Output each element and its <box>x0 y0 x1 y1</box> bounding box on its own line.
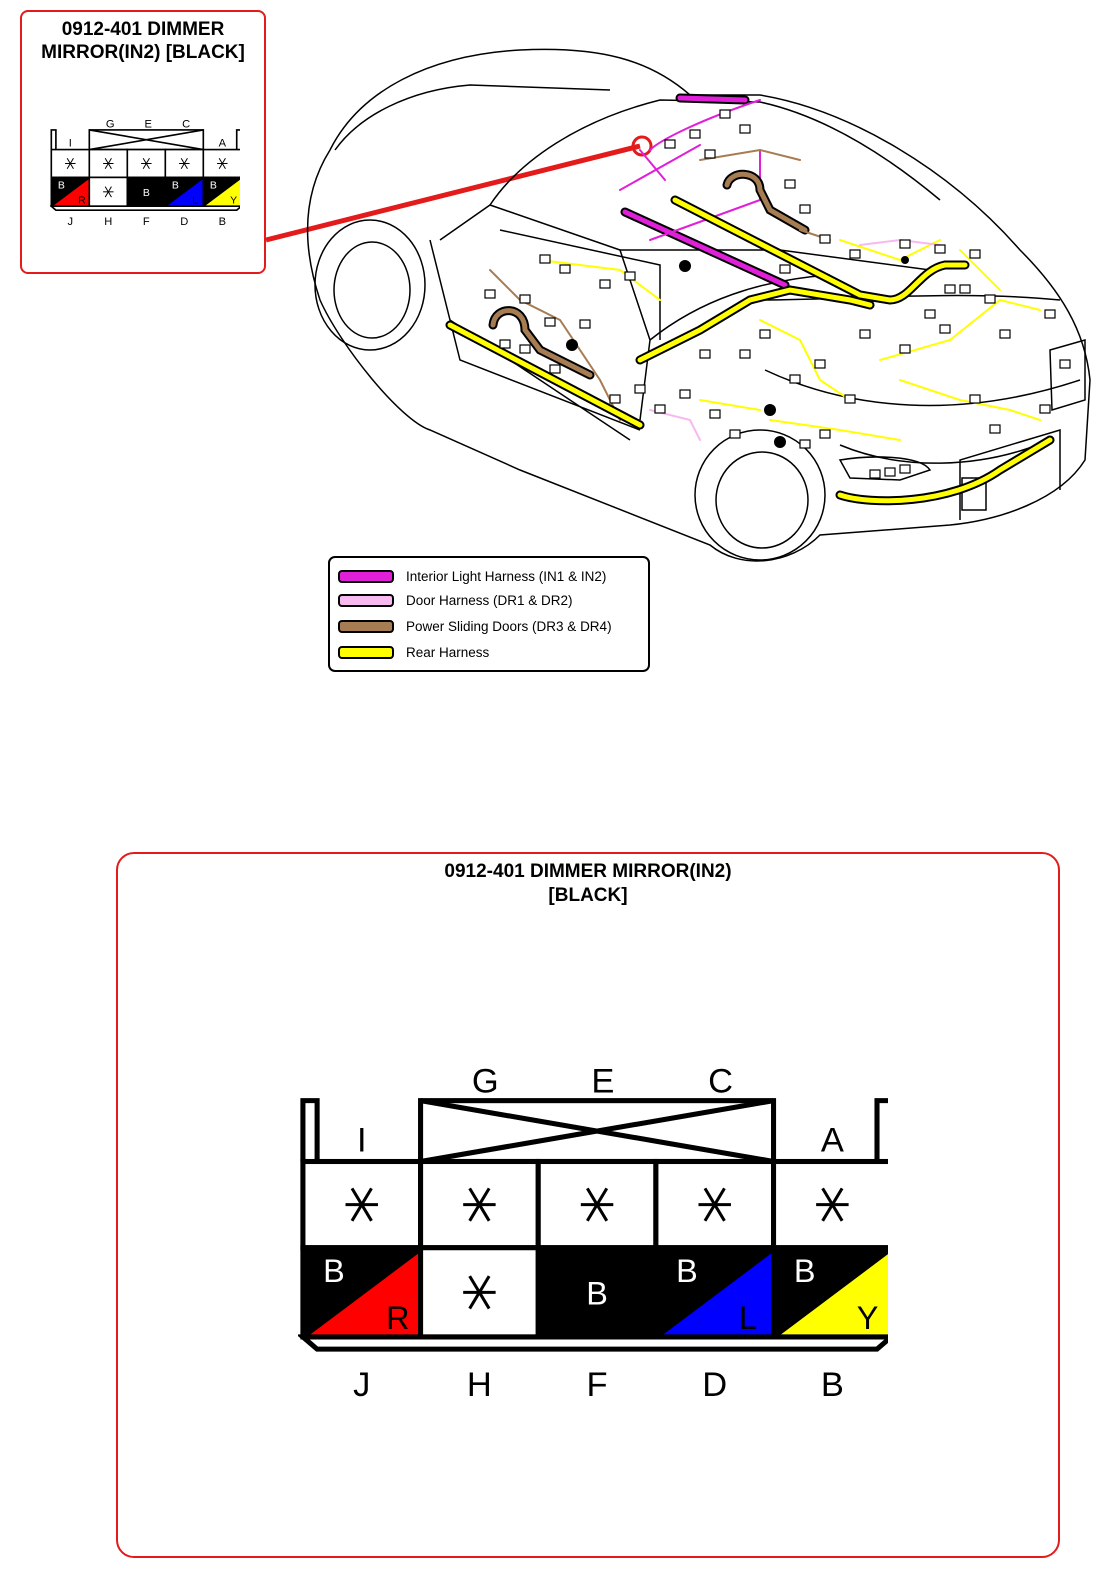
callout-connector-label-A: A <box>219 137 227 149</box>
connector-cavity-top-3-asterisk <box>580 1187 614 1222</box>
connector-detail-title: 0912-401 DIMMER MIRROR(IN2) [BLACK] <box>118 860 1058 908</box>
callout-connector-label-B-bottom: B <box>219 216 226 228</box>
connector-pin-B-secondary-color: Y <box>857 1300 879 1336</box>
callout-connector-label-F-bottom: F <box>143 216 150 228</box>
harness-grommets <box>566 256 909 448</box>
legend-label-rear: Rear Harness <box>406 644 490 660</box>
callout-connector-pin-B-secondary-color: Y <box>230 196 237 207</box>
connector-label-C: C <box>708 1063 733 1101</box>
connector-label-D-bottom: D <box>702 1366 727 1404</box>
callout-connector-label-D-bottom: D <box>180 216 188 228</box>
callout-connector-pin-D-primary-color: B <box>172 181 179 192</box>
callout-connector-label-I: I <box>69 137 72 149</box>
legend-item-door: Door Harness (DR1 & DR2) <box>338 590 573 610</box>
callout-connector-label-G: G <box>106 118 115 130</box>
callout-connector-left-tab <box>50 129 57 150</box>
callout-connector-pin-J-secondary-color: R <box>78 196 86 207</box>
connector-detail-title-line1: 0912-401 DIMMER MIRROR(IN2) <box>444 861 732 882</box>
connector-label-B-bottom: B <box>821 1366 844 1404</box>
connector-pin-F-primary-color: B <box>586 1276 608 1312</box>
connector-pin-J-secondary-color: R <box>386 1300 409 1336</box>
connector-right-tab <box>874 1098 888 1162</box>
connector-cavity-top-5-asterisk <box>816 1187 849 1222</box>
callout-connector-pin-J-primary-color: B <box>58 181 65 192</box>
connector-blocked-cross-b <box>420 1098 774 1164</box>
connector-detail-title-line2: [BLACK] <box>548 885 628 906</box>
callout-connector-right-tab <box>235 129 240 150</box>
callout-connector-pin-B-primary-color: B <box>210 181 217 192</box>
connector-pin-H-asterisk <box>463 1275 496 1310</box>
connector-location-marker <box>631 135 653 157</box>
legend-item-power-sliding-doors: Power Sliding Doors (DR3 & DR4) <box>338 616 612 636</box>
connector-label-E: E <box>591 1063 614 1101</box>
connector-left-tab <box>300 1098 320 1162</box>
harness-legend: Interior Light Harness (IN1 & IN2) Door … <box>328 556 650 672</box>
callout-connector-label-C: C <box>182 118 190 130</box>
connector-label-G: G <box>472 1063 499 1101</box>
legend-swatch-power-sliding-doors <box>338 619 394 633</box>
legend-item-rear: Rear Harness <box>338 642 489 662</box>
legend-item-interior-light: Interior Light Harness (IN1 & IN2) <box>338 566 606 586</box>
connector-pin-J-primary-color: B <box>323 1253 345 1289</box>
connector-base-rail <box>298 1334 888 1352</box>
connector-cavity-top-1-asterisk <box>345 1187 378 1222</box>
connector-label-H-bottom: H <box>467 1366 492 1404</box>
callout-connector-cavity-top-3-asterisk <box>141 157 152 169</box>
connector-label-F-bottom: F <box>587 1366 608 1404</box>
callout-title-line2: MIRROR(IN2) [BLACK] <box>41 42 245 63</box>
harness-routes <box>445 93 1055 506</box>
callout-connector-base-rail <box>50 205 240 211</box>
callout-connector-pin-H-asterisk <box>103 186 114 198</box>
callout-connector-blocked-cross-b <box>89 129 204 151</box>
legend-swatch-interior-light <box>338 569 394 583</box>
connector-pin-F <box>535 1245 659 1340</box>
vehicle-harness-illustration <box>265 48 1091 562</box>
legend-swatch-rear <box>338 645 394 659</box>
connector-pin-D-primary-color: B <box>676 1253 698 1289</box>
connector-cavity-top-4-asterisk <box>698 1187 731 1222</box>
connector-cavity-top-2-asterisk <box>463 1187 496 1222</box>
legend-swatch-door <box>338 593 394 607</box>
connector-label-I: I <box>357 1121 367 1159</box>
callout-connector-cavity-top-2-asterisk <box>103 157 114 169</box>
callout-connector-label-J-bottom: J <box>68 216 74 228</box>
callout-connector-pin-D-secondary-color: L <box>192 196 198 207</box>
connector-pin-B-primary-color: B <box>794 1253 816 1289</box>
callout-connector-pin-F-primary-color: B <box>143 188 150 199</box>
callout-frame <box>20 10 266 274</box>
connector-pin-D-secondary-color: L <box>739 1300 757 1336</box>
connector-label-A: A <box>821 1121 844 1159</box>
callout-connector-cavity-top-1-asterisk <box>65 157 76 169</box>
harness-connectors <box>484 109 1071 479</box>
callout-title: 0912-401 DIMMER MIRROR(IN2) [BLACK] <box>22 18 264 64</box>
callout-connector-label-E: E <box>144 118 151 130</box>
callout-connector-cavity-top-4-asterisk <box>179 157 190 169</box>
connector-label-J-bottom: J <box>353 1366 370 1404</box>
legend-label-door: Door Harness (DR1 & DR2) <box>406 592 573 608</box>
legend-label-power-sliding-doors: Power Sliding Doors (DR3 & DR4) <box>406 618 612 634</box>
connector-detail-frame <box>116 852 1060 1558</box>
callout-connector-label-H-bottom: H <box>104 216 112 228</box>
legend-label-interior-light: Interior Light Harness (IN1 & IN2) <box>406 568 607 584</box>
callout-title-line1: 0912-401 DIMMER <box>61 19 225 40</box>
callout-connector-cavity-top-5-asterisk <box>217 157 228 169</box>
callout-leader-line <box>265 143 641 243</box>
callout-connector-pin-B-stripe <box>204 179 240 207</box>
